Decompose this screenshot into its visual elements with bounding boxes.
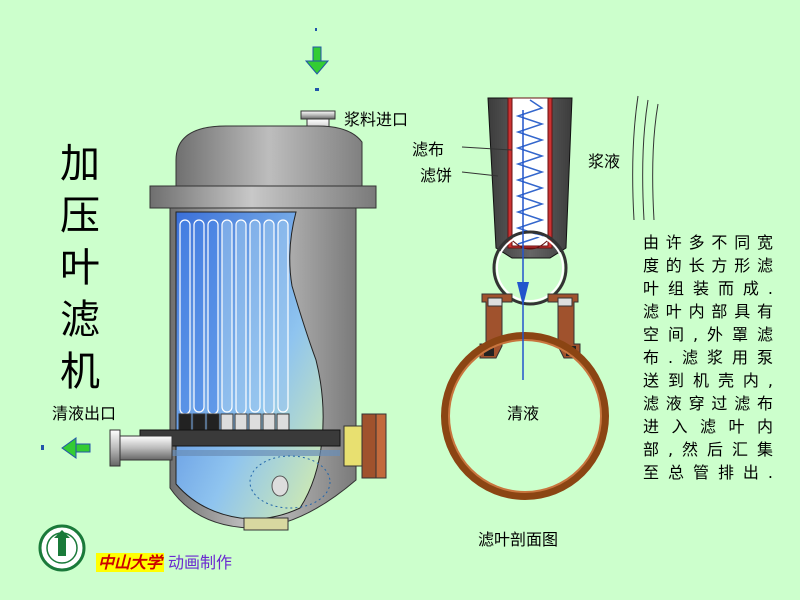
leaf-connector	[220, 413, 234, 431]
leaf-connector	[262, 413, 276, 431]
diagram-title: 加压叶滤机	[60, 141, 100, 395]
label-slurry: 浆液	[588, 152, 621, 171]
filtrate-outlet-pipe	[109, 429, 173, 467]
description-line: 度的长方形滤	[643, 256, 773, 275]
description-line: 滤叶内部具有	[643, 302, 773, 321]
filter-leaf	[193, 219, 205, 413]
filter-leaves	[178, 219, 290, 431]
leaf-connector	[178, 413, 192, 431]
footer-brand: 中山大学	[96, 553, 165, 572]
outlet-arrow-icon	[41, 437, 91, 459]
side-nozzle	[343, 413, 387, 479]
description-line: 由许多不同宽	[643, 233, 773, 252]
filter-leaf	[179, 219, 191, 415]
filter-leaf	[277, 219, 289, 413]
leader-lines	[461, 95, 659, 221]
description-line: 部,然后汇集	[643, 440, 773, 459]
description-line: 叶组装而成.	[643, 279, 773, 298]
description-text: 由许多不同宽度的长方形滤叶组装而成. 滤叶内部具有空间,外罩滤布.滤浆用泵送到机壳…	[643, 231, 773, 484]
university-logo	[38, 524, 86, 572]
filter-leaf	[235, 219, 247, 415]
vessel-flange	[149, 185, 377, 209]
label-slurry-inlet: 浆料进口	[344, 110, 409, 129]
cross-section-caption: 滤叶剖面图	[478, 530, 559, 549]
vessel-dome	[175, 125, 363, 187]
leaf-connector	[248, 413, 262, 431]
leaf-connector	[234, 413, 248, 431]
leaf-cross-section	[441, 97, 609, 500]
description-line: 进入滤叶内	[643, 417, 773, 436]
filter-leaf	[249, 219, 261, 413]
description-line: 送到机壳内,	[643, 371, 773, 390]
description-line: 空间,外罩滤	[643, 325, 773, 344]
filter-leaf	[207, 219, 219, 415]
label-filter-cloth: 滤布	[412, 140, 445, 159]
label-filter-cake: 滤饼	[420, 166, 453, 185]
leaf-connector	[192, 413, 206, 431]
label-filtrate-outlet: 清液出口	[52, 404, 117, 423]
description-line: 至总管排出.	[643, 463, 773, 482]
description-line: 滤液穿过滤布	[643, 394, 773, 413]
footer-text: 动画制作	[168, 553, 233, 572]
label-filtrate: 清液	[507, 404, 540, 423]
leaf-connector	[206, 413, 220, 431]
bottom-drain	[243, 455, 331, 531]
footer-credit: 中山大学动画制作	[96, 549, 232, 573]
leaf-connector	[276, 413, 290, 431]
filter-leaf	[221, 219, 233, 413]
filter-leaf	[263, 219, 275, 415]
inlet-arrow-icon	[304, 28, 330, 91]
description-line: 布.滤浆用泵	[643, 348, 773, 367]
